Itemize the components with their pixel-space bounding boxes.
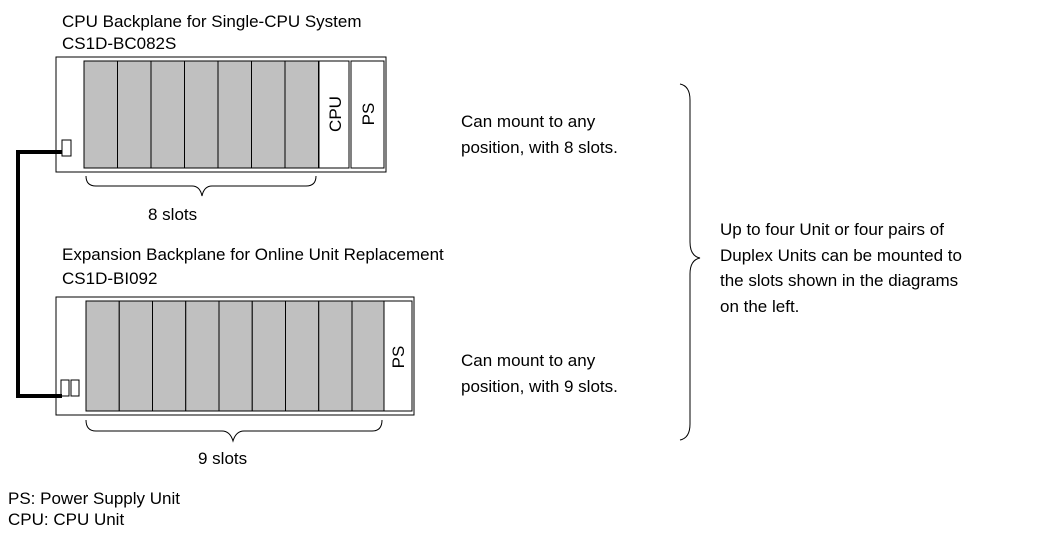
- cpu-unit-label: CPU: [326, 96, 345, 132]
- cpu-backplane-note-line1: Can mount to any: [461, 112, 596, 131]
- expansion-backplane-title: Expansion Backplane for Online Unit Repl…: [62, 245, 444, 264]
- summary-line2: Duplex Units can be mounted to: [720, 246, 962, 265]
- expansion-backplane-ps-unit: [383, 300, 413, 412]
- cpu-backplane-slot-4: [184, 60, 219, 169]
- cpu-backplane-ps-label: PS: [359, 103, 378, 126]
- cpu-backplane-slot-3: [150, 60, 185, 169]
- expansion-backplane-model: CS1D-BI092: [62, 269, 158, 288]
- cpu-slots-brace: [85, 175, 317, 197]
- cpu-backplane-note-line2: position, with 8 slots.: [461, 138, 618, 157]
- expansion-backplane-slot-2: [118, 300, 153, 412]
- cpu-unit: [318, 60, 350, 169]
- legend-ps: PS: Power Supply Unit: [8, 489, 180, 508]
- summary-brace: [679, 83, 701, 441]
- cpu-backplane-slot-1: [83, 60, 118, 169]
- expansion-connector-2: [70, 379, 80, 397]
- cpu-backplane-connector: [61, 139, 72, 157]
- expansion-backplane-slot-1: [85, 300, 120, 412]
- summary-line3: the slots shown in the diagrams: [720, 271, 959, 290]
- expansion-backplane-slot-5: [218, 300, 253, 412]
- expansion-backplane-slot-7: [285, 300, 320, 412]
- legend-cpu: CPU: CPU Unit: [8, 510, 125, 529]
- cpu-backplane-model: CS1D-BC082S: [62, 34, 177, 53]
- expansion-backplane-slot-6: [251, 300, 286, 412]
- connecting-cable: [16, 150, 62, 398]
- expansion-backplane-note-line2: position, with 9 slots.: [461, 377, 618, 396]
- expansion-backplane-slot-3: [152, 300, 187, 412]
- expansion-backplane-slots-label: 9 slots: [198, 449, 248, 468]
- cpu-backplane-ps-unit: [350, 60, 385, 169]
- cpu-backplane-slot-7: [284, 60, 319, 169]
- expansion-backplane-slot-4: [185, 300, 220, 412]
- cpu-backplane-title: CPU Backplane for Single-CPU System: [62, 12, 362, 31]
- summary-line4: on the left.: [720, 297, 800, 316]
- cpu-backplane-slots-label: 8 slots: [148, 205, 198, 224]
- cpu-backplane-slot-5: [217, 60, 252, 169]
- summary-line1: Up to four Unit or four pairs of: [720, 220, 944, 239]
- expansion-backplane-ps-label: PS: [389, 346, 408, 369]
- cpu-backplane-slot-6: [251, 60, 286, 169]
- cpu-backplane-slot-2: [117, 60, 152, 169]
- expansion-slots-brace: [85, 419, 383, 443]
- expansion-backplane-note-line1: Can mount to any: [461, 351, 596, 370]
- expansion-connector-1: [60, 379, 70, 397]
- expansion-backplane-slot-8: [318, 300, 353, 412]
- expansion-backplane-slot-9: [351, 300, 386, 412]
